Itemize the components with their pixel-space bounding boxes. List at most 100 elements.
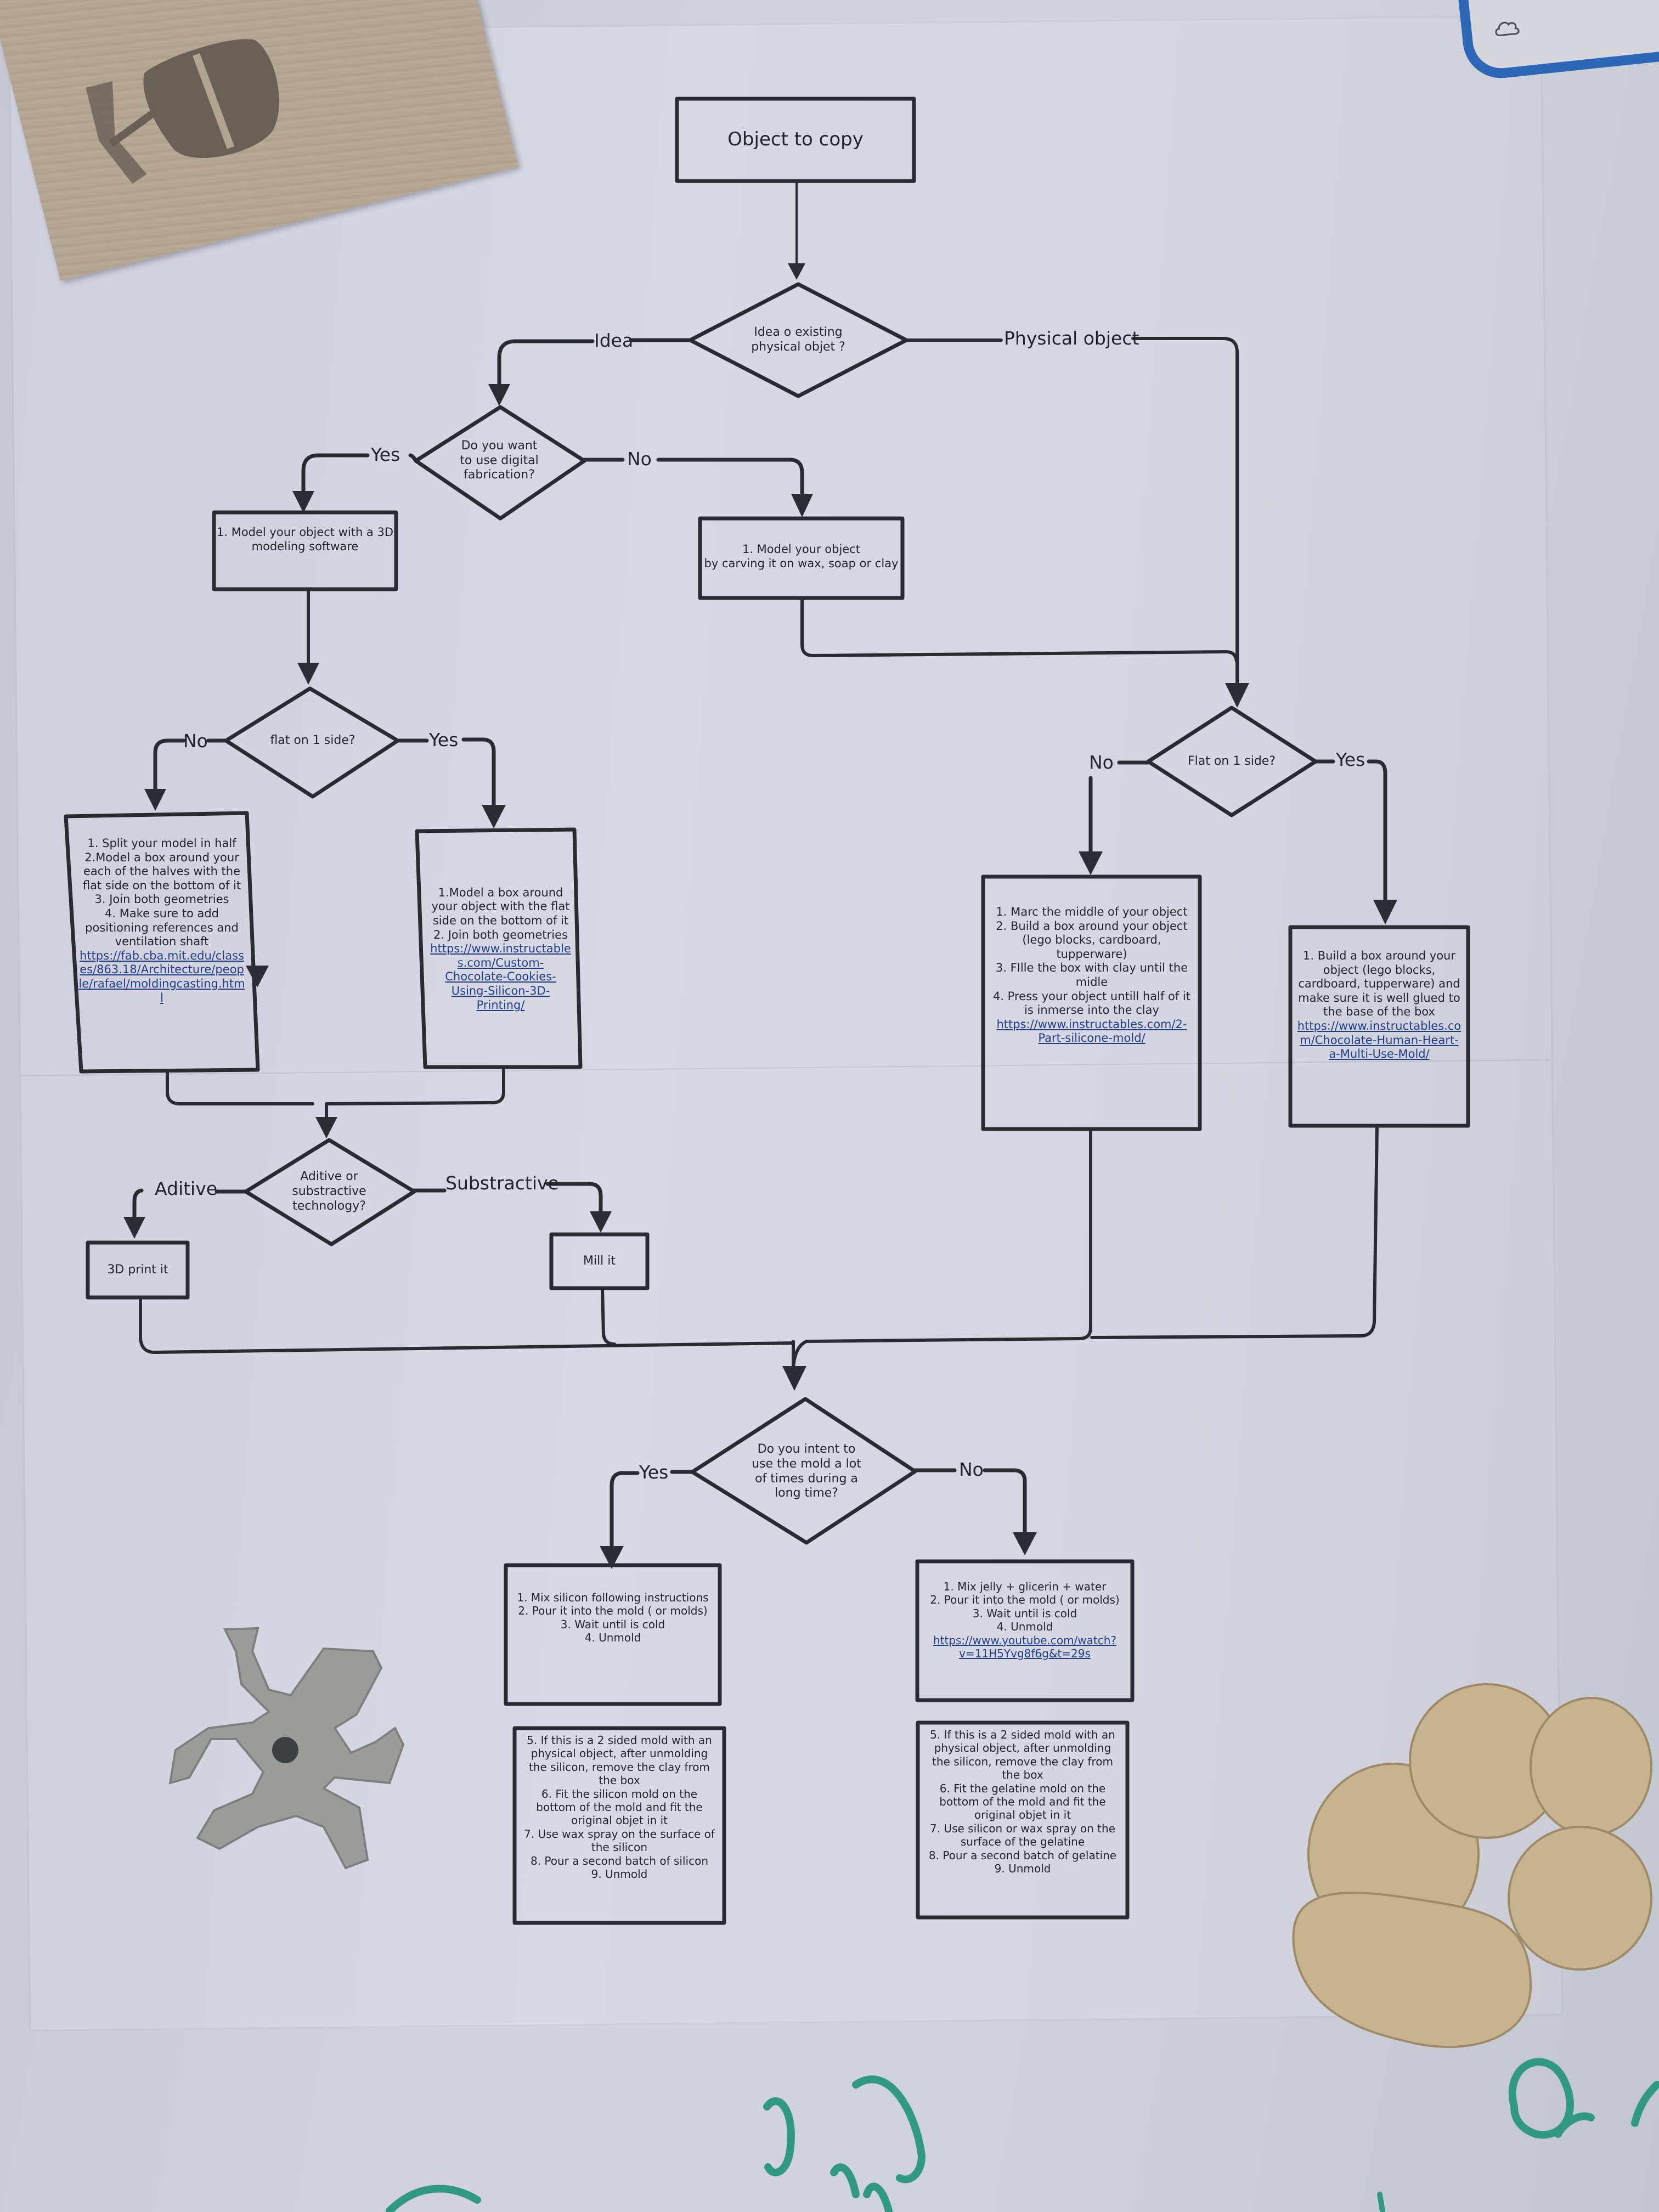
step-box-split	[64, 811, 260, 1074]
engraved-wood-plaque	[0, 0, 518, 281]
reference-link[interactable]: s.com/Custom-	[457, 956, 544, 969]
connector-carve-to-flat	[800, 596, 1238, 663]
text-line: physical objet ?	[751, 340, 845, 354]
reference-link[interactable]: https://www.instructables.com/2-	[996, 1017, 1187, 1031]
connector-flat-digital-yes	[396, 737, 496, 809]
decision-idea-or-physical	[688, 282, 909, 398]
reference-link[interactable]: Using-Silicon-3D-	[451, 984, 550, 998]
reference-link[interactable]: l	[160, 991, 163, 1005]
connector-subtractive	[412, 1182, 603, 1216]
text-line: 1. Mix jelly + glicerin + water	[943, 1580, 1107, 1593]
text-line: 2. Pour it into the mold ( or molds)	[518, 1604, 708, 1618]
decision-additive-label: Aditive or substractive technology?	[274, 1166, 384, 1218]
decision-flat-digital-label: flat on 1 side?	[270, 733, 356, 747]
edge-label-digital-yes: Yes	[371, 444, 400, 465]
reference-link[interactable]: Chocolate-Cookies-	[445, 970, 556, 984]
reference-link[interactable]: le/rafael/moldingcasting.htm	[78, 977, 245, 991]
text-line: object (lego blocks,	[1323, 963, 1436, 977]
step-model-3d-label: 1. Model your object with a 3D modeling …	[214, 512, 396, 567]
text-line: 6. Fit the silicon mold on the	[541, 1787, 698, 1801]
text-line: 8. Pour a second batch of silicon	[530, 1854, 709, 1867]
decision-flat-digital	[224, 686, 400, 799]
text-line: 2. Pour it into the mold ( or molds)	[930, 1593, 1120, 1607]
text-line: modeling software	[251, 540, 359, 553]
text-line: your object with the flat	[431, 900, 570, 913]
reference-link[interactable]: Printing/	[476, 998, 525, 1012]
text-line: physical object, after unmolding	[934, 1741, 1111, 1755]
text-line: flat side on the bottom of it	[82, 878, 241, 892]
text-line: 2. Build a box around your object	[996, 919, 1188, 933]
text-line: 8. Pour a second batch of gelatine	[928, 1848, 1117, 1862]
text-line: 4. Unmold	[996, 1620, 1053, 1634]
reference-link[interactable]: https://www.instructable	[430, 942, 571, 956]
text-line: 1.Model a box around	[438, 885, 563, 899]
connector-split-to-merge	[166, 1070, 314, 1105]
plaster-paw-cast	[1292, 1683, 1652, 2049]
connector-flat-to-merge	[325, 1065, 505, 1121]
text-line: 7. Use silicon or wax spray on the	[929, 1821, 1116, 1835]
text-line: the silicon, remove the clay from	[529, 1760, 710, 1774]
text-line: Do you want	[461, 438, 538, 453]
green-marker-doodle-bottom-left	[386, 2185, 481, 2212]
reference-link[interactable]: es/863.18/Architecture/peop	[80, 963, 244, 977]
text-line: is inmerse into the clay	[1024, 1003, 1159, 1017]
reference-link[interactable]: https://www.youtube.com/watch?	[933, 1633, 1117, 1647]
step-box-jelly	[915, 1559, 1135, 1702]
text-line: 1. Split your model in half	[87, 837, 236, 850]
decision-long-use	[690, 1397, 917, 1545]
reference-link[interactable]: m/Chocolate-Human-Heart-	[1300, 1033, 1459, 1047]
text-line: long time?	[775, 1486, 838, 1500]
connector-flat-digital-no	[153, 738, 228, 792]
reference-link[interactable]: https://www.instructables.co	[1297, 1019, 1462, 1033]
edge-label-flat-digital-no: No	[183, 730, 208, 752]
step-box-silicon-2	[512, 1726, 726, 1925]
connector-flat-physical-no	[1088, 760, 1150, 855]
step-mill-label: Mill it	[583, 1254, 616, 1268]
text-line: 6. Fit the gelatine mold on the	[939, 1781, 1106, 1795]
step-glue-base-label: 1. Build a box around your object (lego …	[1290, 949, 1468, 1103]
connector-flat-physical-yes	[1313, 759, 1387, 905]
text-line: side on the bottom of it	[432, 913, 569, 927]
text-line: by carving it on wax, soap or clay	[704, 557, 899, 570]
text-line: positioning references and	[85, 921, 239, 934]
edge-label-long-yes: Yes	[639, 1462, 669, 1483]
text-line: make sure it is well glued to	[1298, 991, 1460, 1005]
connector-additive	[132, 1188, 248, 1220]
text-line: to use digital	[460, 453, 539, 467]
text-line: 3. Join both geometries	[94, 893, 229, 906]
text-line: surface of the gelatine	[960, 1835, 1085, 1849]
text-line: the silicon	[591, 1841, 648, 1854]
start-node-label: Object to copy	[727, 128, 864, 151]
reference-link[interactable]: https://fab.cba.mit.edu/class	[80, 949, 244, 962]
text-line: cardboard, tupperware) and	[1298, 977, 1460, 991]
reference-link[interactable]: a-Multi-Use-Mold/	[1329, 1047, 1430, 1061]
connector-glue-to-merge	[1090, 1124, 1379, 1339]
text-line: 4. Unmold	[584, 1631, 641, 1645]
decision-flat-physical	[1146, 706, 1318, 817]
text-line: the base of the box	[1323, 1005, 1435, 1019]
text-line: 7. Use wax spray on the surface of	[524, 1827, 715, 1841]
text-line: midle	[1075, 975, 1108, 989]
connector-long-no	[913, 1468, 1027, 1536]
text-line: bottom of the mold and fit the	[536, 1800, 703, 1814]
connector-mill-to-merge	[601, 1286, 616, 1346]
text-line: 3. Wait until is cold	[560, 1617, 665, 1631]
decision-idea-or-physical-label: Idea o existing physical objet ?	[724, 318, 872, 362]
reference-link[interactable]: Part-silicone-mold/	[1038, 1031, 1146, 1045]
decision-digital-fabrication	[414, 405, 586, 521]
text-line: 4. Make sure to add	[104, 907, 219, 921]
reference-link[interactable]: v=11H5Yvg8f6g&t=29s	[959, 1646, 1091, 1660]
edge-label-digital-no: No	[627, 448, 652, 470]
edge-label-flat-physical-no: No	[1089, 752, 1114, 773]
step-3d-print-label: 3D print it	[107, 1262, 168, 1277]
connector-long-yes	[610, 1470, 695, 1549]
step-silicon-2-label: 5. If this is a 2 sided mold with an phy…	[515, 1734, 724, 1917]
step-box-mill	[549, 1232, 650, 1290]
step-box-glue-base	[1288, 925, 1470, 1128]
step-box-model-flat	[415, 827, 583, 1069]
step-jelly-label: 1. Mix jelly + glicerin + water 2. Pour …	[917, 1580, 1132, 1684]
text-line: original objet in it	[974, 1808, 1071, 1822]
connector-clay-to-merge	[805, 1127, 1092, 1343]
